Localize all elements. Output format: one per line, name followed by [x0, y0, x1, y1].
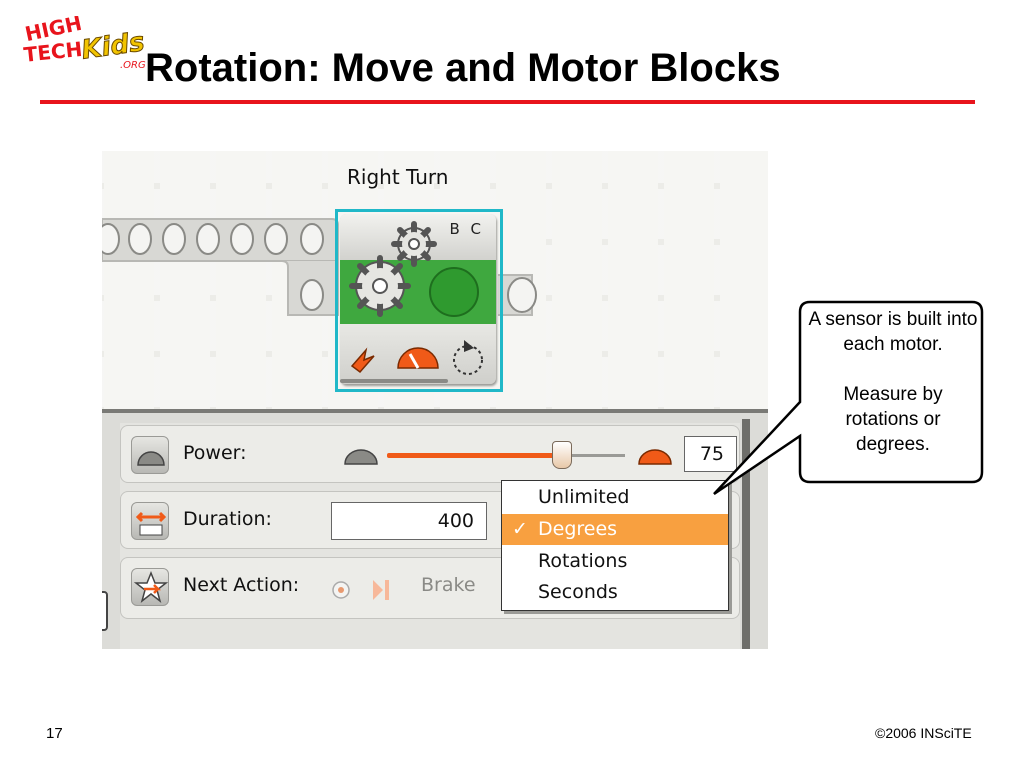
block-footer-icons: [350, 340, 483, 375]
next-action-icon: [131, 568, 169, 606]
callout-text: A sensor is built into each motor. Measu…: [808, 307, 978, 457]
callout-gap: [808, 357, 978, 382]
panel-scrollbar[interactable]: [742, 419, 750, 649]
page-number: 17: [46, 725, 63, 742]
check-icon: ✓: [512, 518, 528, 540]
duration-value-input[interactable]: 400: [331, 502, 487, 540]
brake-icon: [373, 580, 389, 600]
power-slider-thumb[interactable]: [552, 441, 572, 469]
brake-label: Brake: [421, 574, 476, 596]
dropdown-item-label: Degrees: [538, 518, 618, 540]
power-slider-track[interactable]: [387, 453, 555, 458]
duration-icon: [131, 502, 169, 540]
gears-icon: [349, 221, 479, 317]
callout-bubble: [713, 300, 984, 496]
duration-label: Duration:: [183, 508, 272, 530]
dropdown-item-unlimited[interactable]: Unlimited: [502, 482, 728, 513]
power-low-icon: [344, 449, 378, 465]
dropdown-item-label: Rotations: [538, 550, 628, 572]
high-tech-kids-logo: HIGH TECH Kids .ORG: [23, 16, 147, 71]
power-icon: [131, 436, 169, 474]
power-row: Power: 75: [120, 425, 740, 483]
direction-icon: [350, 347, 375, 374]
next-action-label: Next Action:: [183, 574, 300, 596]
svg-text:TECH: TECH: [23, 37, 84, 67]
duration-rotations-icon: [453, 340, 483, 375]
copyright: ©2006 INSciTE: [875, 725, 972, 741]
svg-text:.ORG: .ORG: [120, 60, 146, 71]
power-gauge-icon: [397, 347, 439, 369]
move-block[interactable]: B C: [340, 214, 496, 384]
brake-radio-icon: [332, 581, 350, 599]
dropdown-item-label: Seconds: [538, 581, 618, 603]
title-rule: [40, 100, 975, 104]
brake-controls: [332, 580, 389, 600]
block-caption: Right Turn: [347, 165, 449, 189]
dropdown-item-degrees[interactable]: ✓ Degrees: [502, 514, 728, 545]
dropdown-item-label: Unlimited: [538, 486, 630, 508]
power-high-icon: [638, 449, 672, 465]
callout: A sensor is built into each motor. Measu…: [713, 300, 984, 496]
callout-line-1: A sensor is built into each motor.: [808, 309, 978, 355]
block-ports: B C: [449, 220, 484, 238]
sequence-beam: [102, 218, 537, 316]
block-selection-frame: [335, 209, 503, 392]
block-underline: [340, 379, 448, 383]
power-slider-rest: [565, 454, 625, 457]
power-value-input[interactable]: 75: [684, 436, 737, 472]
duration-type-dropdown[interactable]: Unlimited ✓ Degrees Rotations Seconds: [501, 480, 729, 611]
power-label: Power:: [183, 442, 247, 464]
nxt-screenshot: Right Turn B C: [102, 151, 768, 649]
panel-edge-control: [102, 591, 108, 631]
dropdown-item-rotations[interactable]: Rotations: [502, 546, 728, 577]
callout-line-2: Measure by rotations or degrees.: [843, 384, 943, 455]
dropdown-item-seconds[interactable]: Seconds: [502, 577, 728, 608]
slide-title: Rotation: Move and Motor Blocks: [145, 46, 781, 90]
